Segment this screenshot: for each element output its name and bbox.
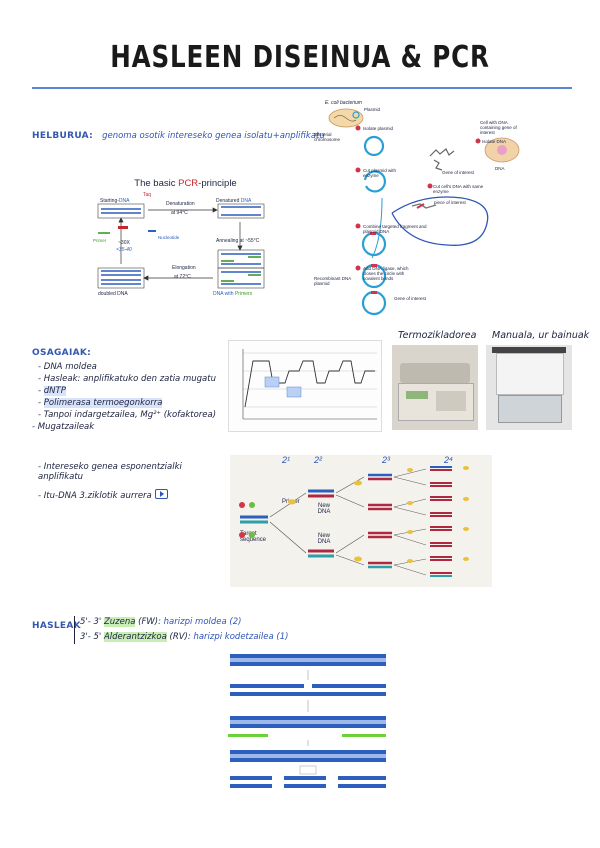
doubled-dna-label: doubled DNA [98,291,128,297]
hasleak-divider [74,616,75,644]
gene-of-interest-label: Gene of interest [442,170,475,175]
starting-dna-label: Starting-DNA [100,198,130,204]
cycle-label-3: 2³ [382,455,391,465]
amplification-tree-diagram [239,466,469,577]
step2-label: Cut plasmid with enzyme [363,168,397,178]
hasleak-label: HASLEAK [32,621,81,631]
taq-label: Taq [143,192,152,198]
osagaiak-item: - Hasleak: anplifikatuko den zatia mugat… [38,374,216,384]
cell-with-dna-label: Cell with DNA containing gene of interes… [480,120,517,135]
cycle-label-4: 2⁴ [444,455,453,465]
pcr-principle-title: The basic PCR-principle [134,178,237,189]
dna-with-primers-label: DNA with Primers [213,291,253,297]
denaturation-temp: at 94°C [171,210,188,216]
helburua-label: HELBURUA: [32,131,93,141]
cloning-diagram [328,108,520,316]
osagaiak-item: - Tanpoi indargetzailea, Mg²⁺ (kofaktore… [38,410,217,420]
osagaiak-label: OSAGAIAK: [32,348,92,358]
cycle-label-1: 2¹ [282,455,291,465]
manual-label: Manuala, ur bainuak [492,330,590,341]
helburua-text: genoma osotik intereseko genea isolatu+a… [102,131,325,141]
helburua-row: HELBURUA: genoma osotik intereseko genea… [32,123,325,142]
temperature-profile-figure [228,340,382,432]
step5-label: Add DNA ligase, which closes the circle … [363,266,409,281]
plasmid-label: Plasmid [364,107,381,112]
primer-design-figure [224,646,392,804]
ecoli-label: E. coli bacterium [325,100,362,106]
annealing-label: Annealing at ~55°C [216,238,260,244]
osagaiak-list: - DNA moldea - Hasleak: anplifikatuko de… [32,362,223,434]
osagaiak-list-2: - Intereseko genea esponentzialki anplif… [38,462,208,501]
cloning-figure: E. coli bacterium Plasmid Bacterial chro… [312,98,530,318]
isolate-dna-label: Isolate DNA [482,139,507,144]
denaturation-label: Denaturation [166,201,195,207]
osagaiak-item: - Mugatzaileak [32,422,95,432]
recombinant-label: Recombinant DNA plasmid [314,276,352,286]
step4-label: Combine targeted fragment and plasmid DN… [363,224,427,234]
page-title: HASLEEN DISEINUA & PCR [110,40,490,75]
bacterial-chromosome-label: Bacterial chromosome [314,132,341,142]
osagaiak-item: - Polimerasa termoegonkorra [38,398,163,408]
step1-label: Isolate plasmid [363,126,394,131]
elongation-temp: at 72°C [174,274,191,280]
osagaiak-item: - dNTP [38,386,66,396]
thermocycler-label: Termozikladorea [398,330,477,341]
thermocycler-photo [392,345,478,430]
nucleotide-label: Nucleotide [158,235,180,240]
play-video-icon[interactable] [154,489,168,499]
osagaiak-item: - Intereseko genea esponentzialki anplif… [38,462,182,482]
target-sequence-caption: Target sequence [240,531,267,543]
new-dna-caption: New DNA [317,503,331,515]
cycles-note: ×35-40 [116,247,132,253]
step3-label: Cut cell's DNA with same enzyme [433,184,484,194]
gene-of-interest-2-label: Gene of interest [394,296,427,301]
dna-label: DNA [495,166,505,171]
hasleak-line-1: 5'- 3' Zuzena (FW): harizpi moldea (2) [80,617,242,627]
title-divider [32,87,572,89]
elongation-label: Elongation [172,265,196,271]
hasleak-line-2: 3'- 5' Alderantzizkoa (RV): harizpi kode… [80,632,289,642]
osagaiak-item: - Itu-DNA 3.ziklotik aurrera [38,488,208,501]
pcr-principle-figure: The basic PCR-principle Starting-DNA Den… [88,170,283,300]
temperature-profile-diagram [242,349,377,420]
cycle-label-2: 2² [314,455,323,465]
new-dna-caption-2: New DNA [317,533,331,545]
piece-of-interest-label: piece of interest [434,200,466,205]
denatured-dna-label: Denatured DNA [216,198,252,204]
cycles-label: ~30X [118,240,130,246]
exponential-amplification-figure: 2¹ 2² 2³ 2⁴ Primer New DNA New DNA Targe… [230,455,492,587]
pcr-principle-diagram [97,203,265,289]
water-bath-photo [486,345,572,430]
osagaiak-item: - DNA moldea [38,362,97,372]
primer-label: Primer [93,238,107,243]
primer-design-diagram [228,654,386,788]
